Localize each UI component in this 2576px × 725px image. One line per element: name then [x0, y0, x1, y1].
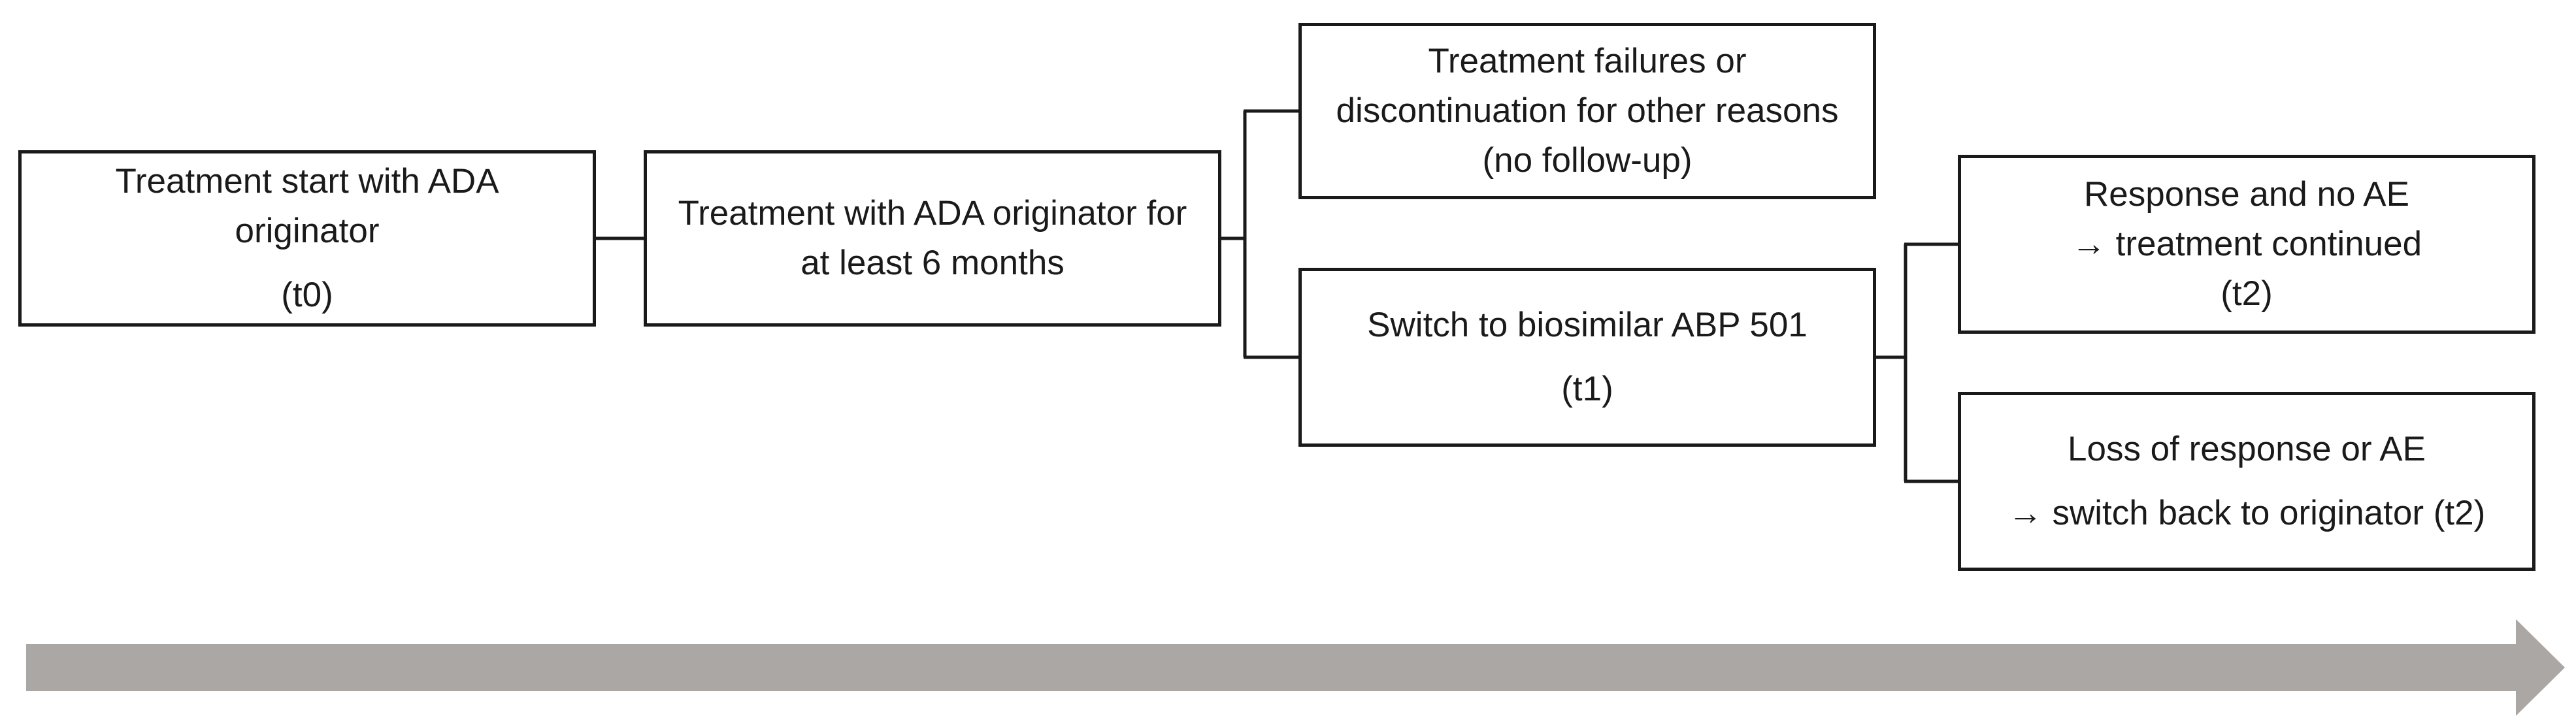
box-switch-line-1: Switch to biosimilar ABP 501: [1367, 305, 1808, 344]
box-6months-line-2: at least 6 months: [801, 244, 1065, 282]
timeline-arrow: [26, 619, 2565, 716]
box-loss-of-response: Loss of response or AE → switch back to …: [1958, 392, 2535, 571]
box-start-line-2: originator: [235, 211, 380, 250]
box-start-time: (t0): [281, 276, 333, 315]
box-failures-line-1: Treatment failures or: [1428, 41, 1747, 80]
box-response-no-ae: Response and no AE → treatment continued…: [1958, 155, 2535, 334]
box-start-line-1: Treatment start with ADA: [115, 161, 499, 201]
box-switch-time: (t1): [1561, 370, 1613, 408]
box-response-line-1: Response and no AE: [2084, 174, 2409, 214]
box-treatment-6-months: Treatment with ADA originator for at lea…: [644, 150, 1221, 327]
box-loss-line-2: → switch back to originator (t2): [2007, 494, 2486, 532]
box-response-line-2: → treatment continued: [2071, 224, 2422, 263]
box-treatment-failures: Treatment failures or discontinuation fo…: [1298, 23, 1876, 199]
box-loss-line-1: Loss of response or AE: [2068, 429, 2426, 468]
box-treatment-start: Treatment start with ADA originator (t0): [18, 150, 596, 327]
box-switch-biosimilar: Switch to biosimilar ABP 501 (t1): [1298, 268, 1876, 447]
box-failures-line-2: discontinuation for other reasons: [1336, 91, 1839, 130]
box-response-time: (t2): [2221, 274, 2273, 314]
box-6months-line-1: Treatment with ADA originator for: [678, 193, 1187, 233]
box-failures-line-3: (no follow-up): [1482, 141, 1693, 180]
